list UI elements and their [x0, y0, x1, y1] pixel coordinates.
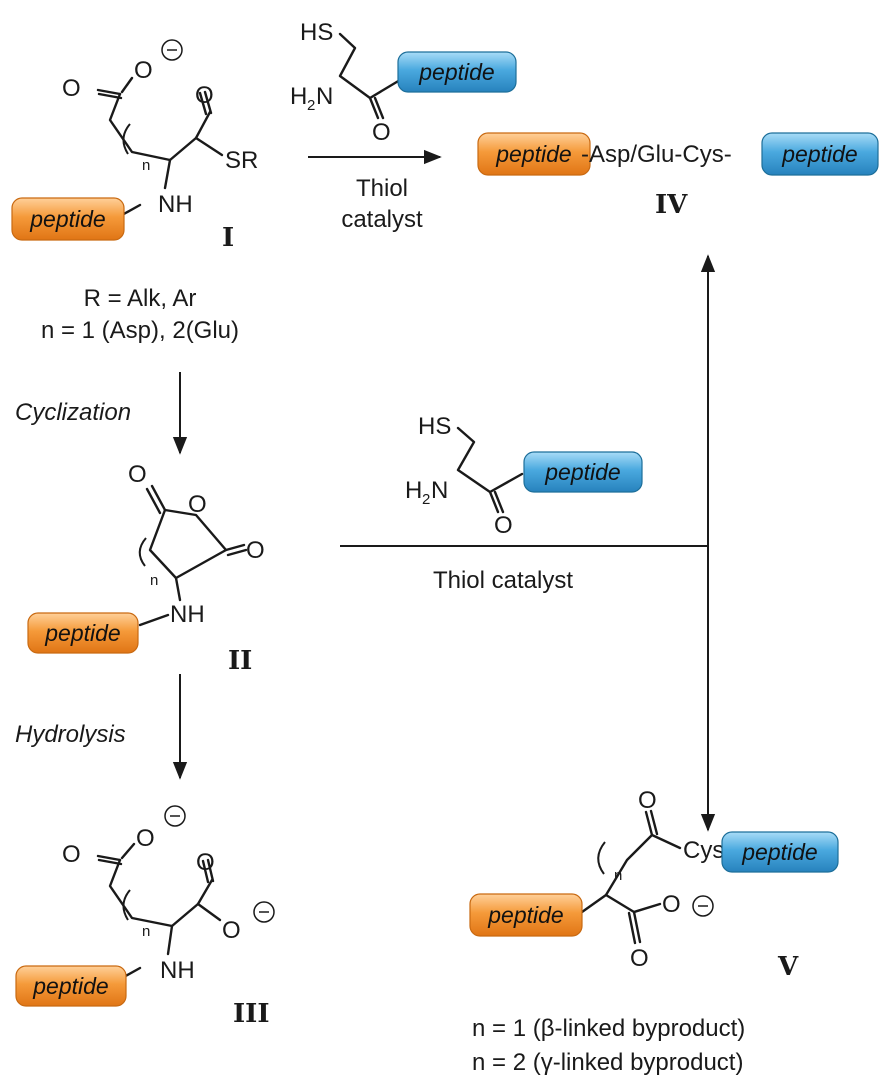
product-V: O Cys peptide n O O peptide V n = 1 (β-l… — [469, 787, 839, 1076]
compound-I: O O O SR NH n peptide I R = Alk, Ar n = … — [11, 39, 258, 344]
r-definition: R = Alk, Ar — [84, 285, 197, 312]
byproduct-n1-definition: n = 1 (β-linked byproduct) — [472, 1015, 745, 1042]
atom-n: N — [316, 83, 333, 110]
peptide-tag-orange — [15, 965, 127, 1007]
atom-hs: HS — [418, 413, 451, 440]
atom-o-minus: O — [662, 891, 681, 918]
arrow-middle-label: Thiol catalyst — [433, 567, 573, 594]
atom-sr: SR — [225, 147, 258, 174]
atom-o-minus: O — [136, 825, 155, 852]
arrow-top-label-2: catalyst — [341, 206, 423, 233]
peptide-tag-text: peptide — [781, 141, 857, 167]
n-subscript: n — [150, 572, 158, 589]
compound-label-III: III — [233, 999, 270, 1029]
peptide-tag-blue — [397, 51, 517, 93]
compound-label-V: V — [777, 952, 799, 982]
arrow-hydrolysis-label: Hydrolysis — [15, 721, 126, 748]
compound-label-I: I — [222, 223, 234, 253]
n-subscript: n — [142, 923, 150, 940]
peptide-tag-orange — [477, 132, 591, 176]
compound-III: O O O O n NH peptide III — [15, 805, 275, 1029]
atom-nh: NH — [170, 601, 205, 628]
n-subscript: n — [614, 867, 622, 884]
atom-o: O — [62, 841, 81, 868]
peptide-tag-orange — [27, 612, 139, 654]
atom-nh: NH — [158, 191, 193, 218]
atom-o: O — [128, 461, 147, 488]
atom-o: O — [196, 849, 215, 876]
peptide-tag-blue — [721, 831, 839, 873]
atom-h2n: H — [290, 83, 307, 110]
subscript-2: 2 — [422, 491, 430, 508]
peptide-tag-text: peptide — [29, 206, 105, 232]
atom-n: N — [431, 477, 448, 504]
atom-o: O — [246, 537, 265, 564]
atom-o-ring: O — [188, 491, 207, 518]
arrow-top-label-1: Thiol — [356, 175, 408, 202]
product-IV: peptide -Asp/Glu-Cys- peptide IV — [477, 132, 879, 220]
peptide-tag-text: peptide — [44, 620, 120, 646]
arrow-cyclization-label: Cyclization — [15, 399, 131, 426]
peptide-tag-orange — [11, 197, 125, 241]
atom-cys: Cys — [683, 837, 724, 864]
charge-minus-icon — [161, 39, 183, 61]
peptide-tag-text: peptide — [32, 973, 108, 999]
n-subscript: n — [142, 157, 150, 174]
compound-II: O O O n NH peptide II — [27, 461, 265, 676]
atom-h2n: H — [405, 477, 422, 504]
byproduct-n2-definition: n = 2 (γ-linked byproduct) — [472, 1049, 743, 1076]
atom-o: O — [638, 787, 657, 814]
atom-o-minus: O — [134, 57, 153, 84]
atom-o: O — [195, 82, 214, 109]
charge-minus-icon — [253, 901, 275, 923]
atom-nh: NH — [160, 957, 195, 984]
atom-o: O — [372, 119, 391, 146]
atom-o-minus: O — [222, 917, 241, 944]
n-definition: n = 1 (Asp), 2(Glu) — [41, 317, 239, 344]
peptide-tag-text: peptide — [487, 902, 563, 928]
atom-hs: HS — [300, 19, 333, 46]
subscript-2: 2 — [307, 97, 315, 114]
product-IV-core: -Asp/Glu-Cys- — [581, 141, 732, 168]
peptide-tag-blue — [523, 451, 643, 493]
compound-label-IV: IV — [655, 190, 688, 220]
atom-o: O — [630, 945, 649, 972]
peptide-tag-text: peptide — [741, 839, 817, 865]
peptide-tag-text: peptide — [544, 459, 620, 485]
compound-label-II: II — [228, 646, 252, 676]
charge-minus-icon — [164, 805, 186, 827]
charge-minus-icon — [692, 895, 714, 917]
peptide-tag-text: peptide — [418, 59, 494, 85]
atom-o: O — [494, 512, 513, 539]
peptide-tag-blue — [761, 132, 879, 176]
atom-o: O — [62, 75, 81, 102]
peptide-tag-text: peptide — [495, 141, 571, 167]
cys-peptide-reagent-top: HS H 2 N O peptide — [290, 19, 517, 146]
peptide-tag-orange — [469, 893, 583, 937]
cys-peptide-reagent-middle: HS H 2 N O peptide — [405, 413, 643, 539]
